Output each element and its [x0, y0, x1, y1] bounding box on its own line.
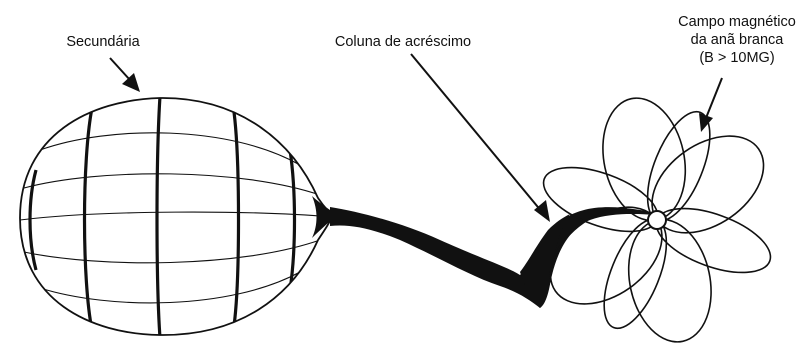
latitude-line	[40, 133, 300, 165]
meridian-line	[290, 150, 295, 290]
magnetic-field-label-line2: da anã branca	[691, 32, 785, 48]
magnetic-field-label-line1: Campo magnético	[678, 14, 796, 30]
accretion-stream-body	[330, 207, 655, 308]
field-loop	[591, 211, 679, 337]
accretion-stream	[330, 207, 655, 308]
secondary-label: Secundária	[66, 34, 140, 50]
field-loop	[635, 103, 723, 229]
secondary-arrow-line	[110, 58, 130, 80]
field-loop	[634, 116, 781, 253]
column-arrow-line	[411, 54, 542, 212]
latitude-line	[24, 240, 320, 263]
secondary-star	[20, 96, 336, 338]
annotation-arrows	[110, 54, 722, 222]
meridian-line	[234, 112, 239, 326]
meridian-line	[157, 96, 160, 338]
column-arrow-head	[534, 200, 550, 222]
latitude-line	[20, 212, 332, 220]
labels: Secundária Coluna de acréscimo Campo mag…	[66, 14, 796, 66]
field-arrow-line	[706, 78, 722, 118]
field-arrow-head	[699, 113, 713, 132]
accretion-column-label: Coluna de acréscimo	[335, 34, 471, 50]
secondary-arrow-head	[122, 73, 140, 92]
field-loop	[648, 196, 779, 286]
latitude-line	[40, 272, 300, 303]
latitude-line	[24, 174, 320, 195]
magnetic-field-label-line3: (B > 10MG)	[699, 50, 774, 66]
meridian-line	[85, 108, 93, 330]
white-dwarf	[648, 211, 666, 229]
